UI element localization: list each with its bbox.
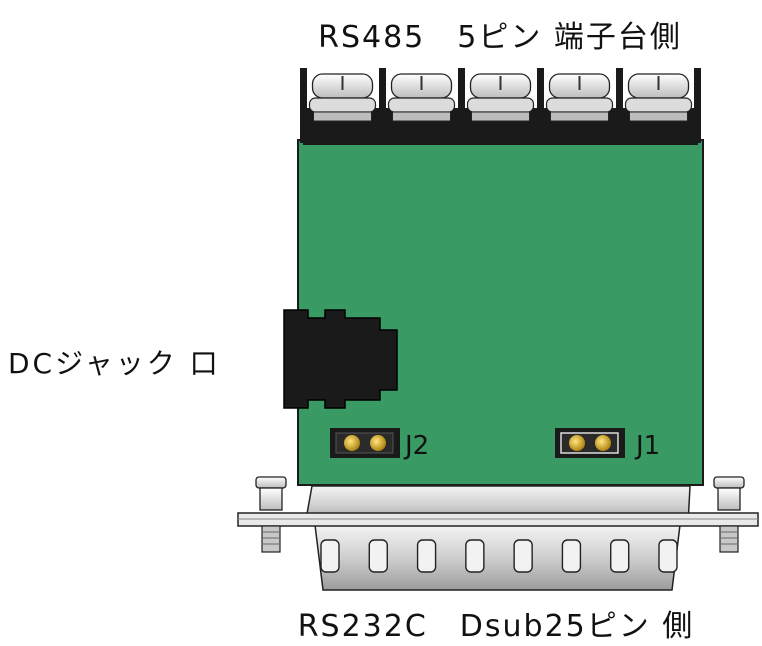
dc-jack-label: DCジャック 口: [8, 347, 221, 380]
terminal-screw: [300, 68, 377, 143]
dsub-pin-slot: [320, 539, 340, 573]
jumper-j1-label: J1: [634, 431, 660, 461]
dsub-pin-slot: [465, 539, 485, 573]
bottom-label: RS232C Dsub25ピン 側: [298, 609, 695, 644]
terminal-screw: [379, 68, 456, 143]
jumper-pin: [344, 435, 360, 451]
dsub-pin-slot: [561, 539, 582, 573]
dsub25-connector: [237, 476, 759, 591]
top-label: RS485 5ピン 端子台側: [318, 20, 682, 55]
jumper-j2-label: J2: [403, 431, 429, 461]
terminal-screw: [458, 68, 535, 143]
terminal-separator: [694, 68, 701, 143]
terminal-block: [300, 68, 701, 145]
dc-jack: [283, 309, 398, 409]
jumper-j1: [555, 428, 625, 458]
dsub-pin-slot: [658, 539, 678, 573]
jumper-j2: [330, 428, 400, 458]
dsub-pin-slot: [610, 539, 630, 573]
jumper-pin: [595, 435, 611, 451]
terminal-screw: [616, 68, 693, 143]
left-thumbscrew: [255, 476, 287, 553]
dsub-pin-slot: [416, 539, 437, 573]
right-thumbscrew: [713, 476, 745, 553]
pcb-board: [297, 139, 704, 486]
jumper-pin: [569, 435, 585, 451]
jumper-pin: [370, 435, 386, 451]
terminal-screw: [537, 68, 614, 143]
dsub-pin-slot: [368, 539, 388, 573]
dsub-pin-slot: [513, 539, 533, 573]
